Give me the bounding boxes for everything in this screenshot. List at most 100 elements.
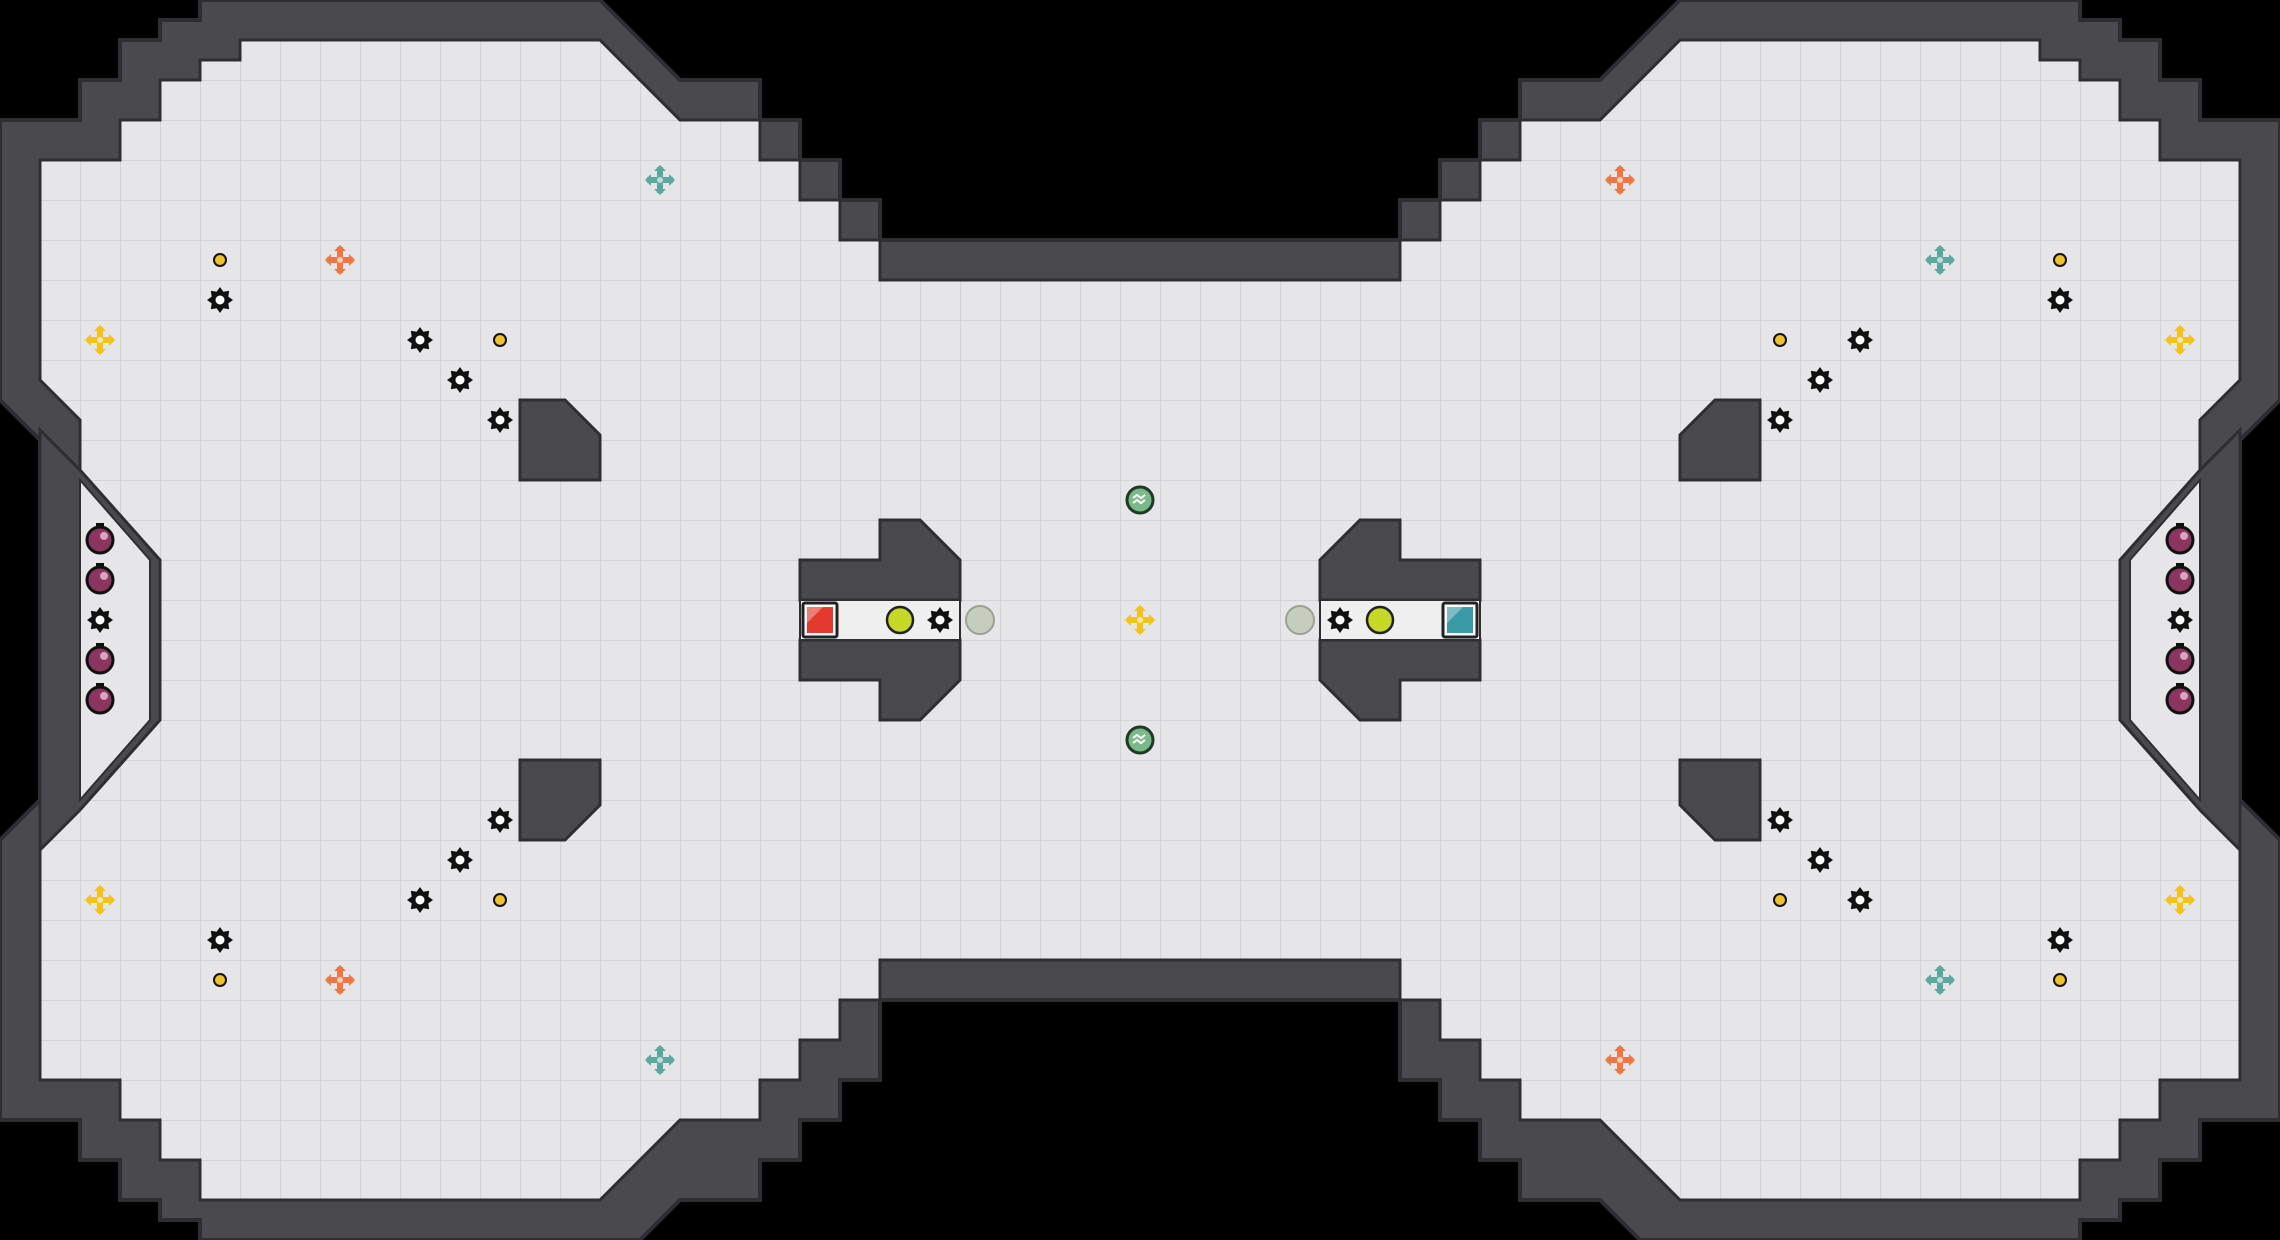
boost-pad-center[interactable] bbox=[1125, 605, 1155, 635]
bomb-left-4[interactable] bbox=[85, 683, 115, 715]
speed-pickup-bottom[interactable] bbox=[1125, 725, 1155, 755]
boost-pad-left-3[interactable] bbox=[325, 965, 355, 995]
ghost-ball-right[interactable] bbox=[1285, 605, 1315, 635]
spike-mine-left-3-hub bbox=[495, 815, 505, 825]
boost-pad-right-1[interactable] bbox=[2165, 885, 2195, 915]
boost-pad-left-5-arrow bbox=[645, 1054, 651, 1066]
spike-mine-right-6-hub bbox=[2055, 295, 2065, 305]
bomb-right-3-shine bbox=[2180, 652, 2188, 660]
boost-pad-left-2-arrow bbox=[349, 254, 355, 266]
speed-pickup-top[interactable] bbox=[1125, 485, 1155, 515]
blue-team-flag-shine bbox=[1447, 607, 1463, 623]
coin-left-2[interactable] bbox=[493, 893, 507, 907]
boost-pad-right-0[interactable] bbox=[2165, 325, 2195, 355]
bomb-left-1[interactable] bbox=[85, 563, 115, 595]
boost-pad-right-2-arrow bbox=[1934, 269, 1946, 275]
bomb-right-1-cap bbox=[2176, 563, 2184, 568]
boost-pad-left-0-arrow bbox=[94, 349, 106, 355]
red-team-flag[interactable] bbox=[801, 601, 839, 639]
barrier-nw bbox=[518, 398, 602, 482]
coin-right-1[interactable] bbox=[1773, 333, 1787, 347]
spike-mine-center-left bbox=[927, 607, 953, 633]
spike-mine-left-6 bbox=[207, 287, 233, 313]
bomb-left-1-cap bbox=[96, 563, 104, 568]
coin-left-0[interactable] bbox=[213, 253, 227, 267]
boost-pad-left-2-center bbox=[337, 257, 343, 263]
boost-pad-left-5[interactable] bbox=[645, 1045, 675, 1075]
boost-pad-right-4[interactable] bbox=[1605, 165, 1635, 195]
spike-mine-right-3-hub bbox=[1775, 815, 1785, 825]
boost-pad-left-0[interactable] bbox=[85, 325, 115, 355]
boost-pad-left-4[interactable] bbox=[645, 165, 675, 195]
spike-mine-right-6 bbox=[2047, 287, 2073, 313]
boost-pad-right-3-center bbox=[1937, 977, 1943, 983]
boost-pad-center-arrow bbox=[1134, 605, 1146, 611]
barrier-ne bbox=[1678, 398, 1762, 482]
spike-mine-left-4 bbox=[447, 847, 473, 873]
bomb-right-1[interactable] bbox=[2165, 563, 2195, 595]
blue-team-flag-fill bbox=[1447, 607, 1473, 633]
spike-mine-left-0 bbox=[407, 327, 433, 353]
boost-pad-right-1-arrow bbox=[2189, 894, 2195, 906]
boost-pad-left-1-arrow bbox=[94, 909, 106, 915]
bomb-right-4-cap bbox=[2176, 683, 2184, 688]
bomb-left-1-body bbox=[85, 565, 115, 595]
spike-mine-left-1-hub bbox=[455, 375, 465, 385]
coin-left-3[interactable] bbox=[213, 973, 227, 987]
boost-pad-center-center bbox=[1137, 617, 1143, 623]
bomb-right-0-body bbox=[2165, 525, 2195, 555]
bomb-right-3[interactable] bbox=[2165, 643, 2195, 675]
spike-mine-center-left-hub bbox=[935, 615, 945, 625]
boost-pad-center-arrow bbox=[1134, 629, 1146, 635]
boost-pad-left-0-center bbox=[97, 337, 103, 343]
boost-pad-right-3-arrow bbox=[1934, 965, 1946, 971]
boost-pad-right-5[interactable] bbox=[1605, 1045, 1635, 1075]
boost-pad-right-5-center bbox=[1617, 1057, 1623, 1063]
spike-mine-right-7-hub bbox=[2055, 935, 2065, 945]
boost-pad-right-3[interactable] bbox=[1925, 965, 1955, 995]
boost-pad-right-1-center bbox=[2177, 897, 2183, 903]
boost-pad-left-2[interactable] bbox=[325, 245, 355, 275]
spike-mine-right-1-hub bbox=[1815, 375, 1825, 385]
boost-pad-right-2[interactable] bbox=[1925, 245, 1955, 275]
bomb-left-0-cap bbox=[96, 523, 104, 528]
boost-pad-right-1-arrow bbox=[2174, 909, 2186, 915]
bomb-right-0[interactable] bbox=[2165, 523, 2195, 555]
bomb-right-1-body bbox=[2165, 565, 2195, 595]
boost-pad-left-2-arrow bbox=[334, 245, 346, 251]
spike-mine-center-right bbox=[1327, 607, 1353, 633]
bomb-right-4[interactable] bbox=[2165, 683, 2195, 715]
bomb-right-4-body bbox=[2165, 685, 2195, 715]
bomb-right-4-shine bbox=[2180, 692, 2188, 700]
boost-pad-left-2-arrow bbox=[334, 269, 346, 275]
boost-pad-left-1[interactable] bbox=[85, 885, 115, 915]
bomb-right-0-shine bbox=[2180, 532, 2188, 540]
ghost-ball-left[interactable] bbox=[965, 605, 995, 635]
coin-right-2[interactable] bbox=[1773, 893, 1787, 907]
bomb-left-0[interactable] bbox=[85, 523, 115, 555]
boost-pad-left-3-arrow bbox=[334, 989, 346, 995]
ball-right[interactable] bbox=[1365, 605, 1395, 635]
coin-left-1[interactable] bbox=[493, 333, 507, 347]
coin-right-3[interactable] bbox=[2053, 973, 2067, 987]
bomb-left-3-body bbox=[85, 645, 115, 675]
boost-pad-left-5-arrow bbox=[654, 1045, 666, 1051]
spike-mine-left-5 bbox=[407, 887, 433, 913]
bomb-left-3[interactable] bbox=[85, 643, 115, 675]
speed-pickup-bottom-body bbox=[1125, 725, 1155, 755]
bomb-left-4-cap bbox=[96, 683, 104, 688]
ball-left[interactable] bbox=[885, 605, 915, 635]
boost-pad-left-0-arrow bbox=[94, 325, 106, 331]
boost-pad-left-1-arrow bbox=[94, 885, 106, 891]
left-goal-pocket bbox=[79, 477, 151, 803]
boost-pad-right-2-center bbox=[1937, 257, 1943, 263]
bomb-right-3-cap bbox=[2176, 643, 2184, 648]
spike-mine-right-5 bbox=[1847, 887, 1873, 913]
bomb-left-3-shine bbox=[100, 652, 108, 660]
spawn-left-bottom bbox=[798, 638, 962, 722]
boost-pad-left-4-arrow bbox=[654, 165, 666, 171]
blue-team-flag[interactable] bbox=[1441, 601, 1479, 639]
coin-right-0[interactable] bbox=[2053, 253, 2067, 267]
